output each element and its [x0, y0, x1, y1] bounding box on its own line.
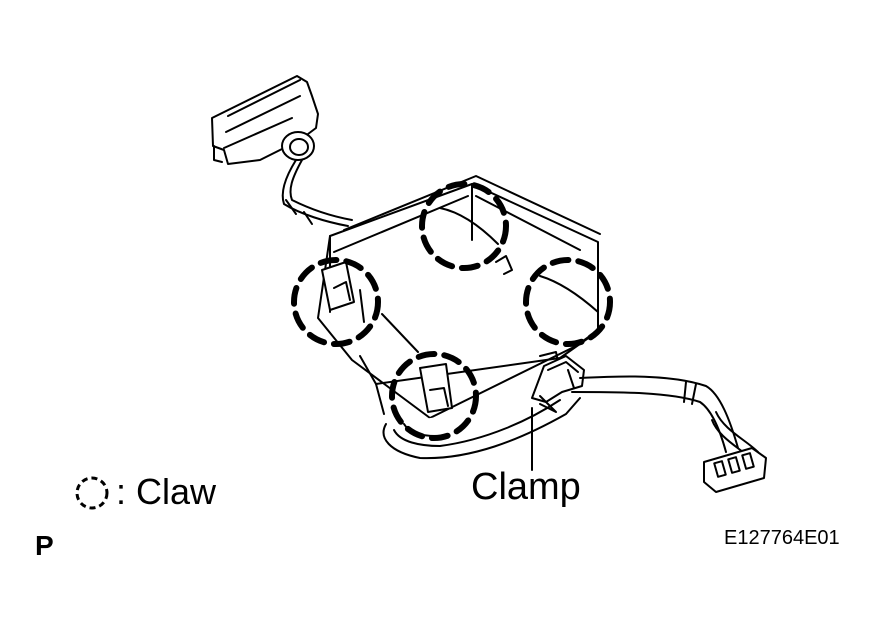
- clamp: [531, 355, 585, 413]
- connector-plug: [211, 75, 319, 165]
- left-wire: [281, 159, 353, 227]
- right-wire: [571, 375, 759, 457]
- claw-marker: [523, 257, 613, 347]
- claw-marker: [291, 257, 381, 347]
- claw-marker: [389, 351, 479, 441]
- claw-marker: [419, 181, 509, 271]
- clamp-label: Clamp: [471, 466, 581, 508]
- figure-code: E127764E01: [724, 527, 840, 549]
- view-letter: P: [35, 530, 54, 561]
- dashed-circle-icon: [75, 476, 109, 510]
- claw-openings: [321, 207, 599, 413]
- claw-legend-label: : Claw: [116, 471, 217, 512]
- right-connector: [703, 447, 767, 493]
- base-plate: [382, 397, 581, 460]
